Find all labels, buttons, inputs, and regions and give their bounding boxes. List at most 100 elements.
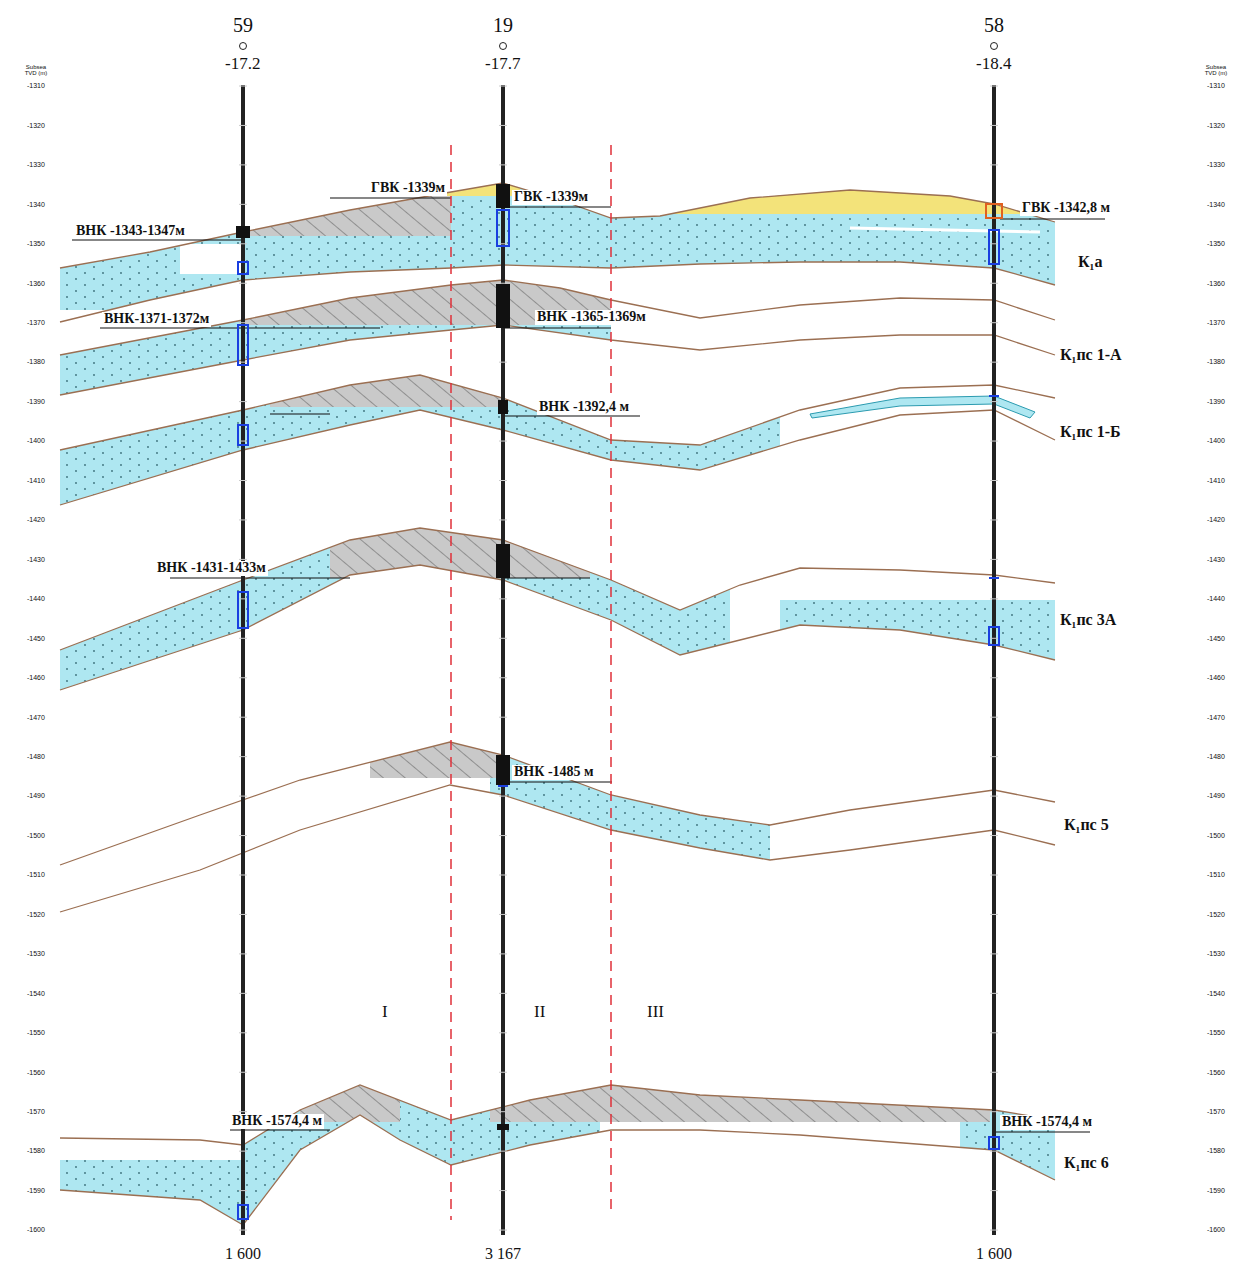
zone-number: III <box>647 1003 664 1021</box>
well-tick <box>990 480 998 481</box>
well-elevation: -17.7 <box>485 55 520 73</box>
depth-tick: -1320 <box>1207 122 1225 129</box>
depth-tick: -1340 <box>1207 201 1225 208</box>
depth-tick: -1450 <box>27 635 45 642</box>
well-tick <box>990 756 998 757</box>
depth-tick: -1520 <box>1207 911 1225 918</box>
well-tick <box>990 362 998 363</box>
depth-tick: -1360 <box>27 280 45 287</box>
depth-tick: -1510 <box>1207 871 1225 878</box>
well-tick <box>990 401 998 402</box>
well-tick <box>239 519 247 520</box>
well-number: 59 <box>233 15 253 36</box>
depth-tick: -1420 <box>27 516 45 523</box>
depth-tick: -1320 <box>27 122 45 129</box>
contact-label: ГВК -1342,8 м <box>1020 201 1112 216</box>
well-tick <box>239 125 247 126</box>
well-tick <box>239 243 247 244</box>
well-tick <box>499 638 507 639</box>
depth-tick: -1550 <box>27 1029 45 1036</box>
well-number: 58 <box>984 15 1004 36</box>
well-tick <box>990 717 998 718</box>
well-tick <box>499 441 507 442</box>
well-tick <box>499 480 507 481</box>
well-tick <box>239 164 247 165</box>
well-tick <box>499 717 507 718</box>
well-tick <box>499 362 507 363</box>
depth-tick: -1460 <box>1207 674 1225 681</box>
depth-tick: -1350 <box>1207 240 1225 247</box>
depth-tick: -1400 <box>27 437 45 444</box>
well-tick <box>499 953 507 954</box>
well-depth: 1 600 <box>976 1246 1012 1263</box>
well-tick <box>990 1111 998 1112</box>
depth-tick: -1330 <box>1207 161 1225 168</box>
depth-tick: -1520 <box>27 911 45 918</box>
well-tick <box>499 1151 507 1152</box>
well-tick <box>990 86 998 87</box>
well-tick <box>499 677 507 678</box>
depth-tick: -1580 <box>27 1147 45 1154</box>
depth-tick: -1500 <box>1207 832 1225 839</box>
depth-tick: -1490 <box>1207 792 1225 799</box>
depth-tick: -1400 <box>1207 437 1225 444</box>
well-tick <box>990 1032 998 1033</box>
well-tick <box>990 835 998 836</box>
well-tick <box>239 362 247 363</box>
depth-tick: -1540 <box>1207 990 1225 997</box>
depth-tick: -1530 <box>27 950 45 957</box>
well-tick <box>499 1072 507 1073</box>
well-tick <box>239 638 247 639</box>
well-elevation: -17.2 <box>225 55 260 73</box>
well-tick <box>990 559 998 560</box>
well-tick <box>239 401 247 402</box>
well-tick <box>239 717 247 718</box>
well-tick <box>990 164 998 165</box>
well-tick <box>990 322 998 323</box>
depth-tick: -1370 <box>1207 319 1225 326</box>
well-tick <box>239 1190 247 1191</box>
well-tick <box>239 993 247 994</box>
contact-label: ВНК -1343-1347м <box>74 224 187 239</box>
well-tick <box>239 756 247 757</box>
depth-tick: -1600 <box>1207 1226 1225 1233</box>
well-tick <box>990 953 998 954</box>
well-tick <box>499 164 507 165</box>
layer-name: К₁пс 6 <box>1064 1155 1109 1172</box>
depth-tick: -1510 <box>27 871 45 878</box>
depth-tick: -1370 <box>27 319 45 326</box>
layer-name: К₁а <box>1078 254 1102 271</box>
depth-tick: -1390 <box>27 398 45 405</box>
well-tick <box>499 835 507 836</box>
contact-label: ГВК -1339м <box>369 181 447 196</box>
well-tick <box>239 1111 247 1112</box>
well-tick <box>239 677 247 678</box>
depth-tick: -1590 <box>27 1187 45 1194</box>
depth-tick: -1480 <box>1207 753 1225 760</box>
well-tick <box>239 914 247 915</box>
well-tick <box>990 283 998 284</box>
well-tick <box>239 796 247 797</box>
contact-label: ВНК -1365-1369м <box>535 310 648 325</box>
depth-tick: -1410 <box>1207 477 1225 484</box>
well-tick <box>499 1032 507 1033</box>
depth-tick: -1410 <box>27 477 45 484</box>
well-tick <box>499 1190 507 1191</box>
depth-tick: -1340 <box>27 201 45 208</box>
depth-tick: -1480 <box>27 753 45 760</box>
depth-tick: -1570 <box>27 1108 45 1115</box>
layer-name: К₁пс 3А <box>1060 612 1116 629</box>
depth-tick: -1310 <box>27 82 45 89</box>
well-tick <box>239 1032 247 1033</box>
well-tick <box>239 283 247 284</box>
well-tick <box>499 1230 507 1231</box>
layer-name: К₁пс 5 <box>1064 817 1109 834</box>
well-tick <box>499 125 507 126</box>
depth-tick: -1390 <box>1207 398 1225 405</box>
depth-tick: -1440 <box>1207 595 1225 602</box>
depth-tick: -1540 <box>27 990 45 997</box>
well-tick <box>239 1230 247 1231</box>
well-tick <box>990 598 998 599</box>
